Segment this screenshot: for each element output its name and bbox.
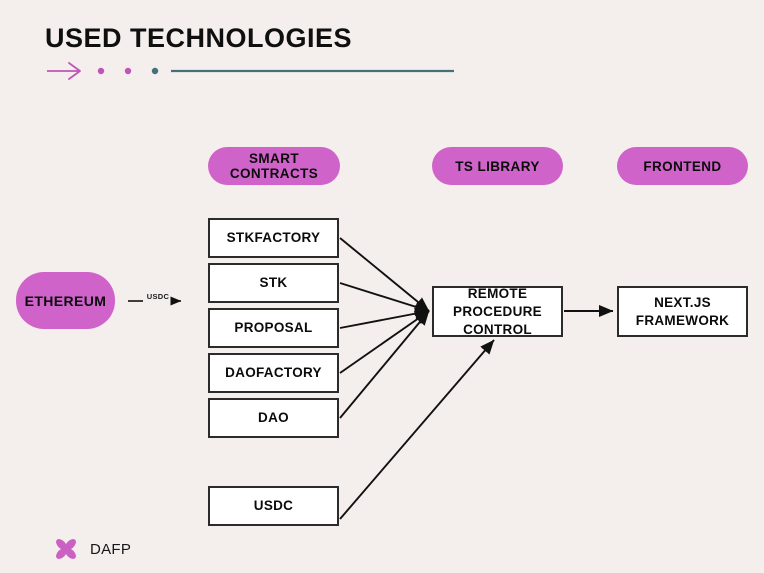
node-stk[interactable]: STK xyxy=(208,263,339,303)
node-daofactory[interactable]: DAOFACTORY xyxy=(208,353,339,393)
title-block: USED TECHNOLOGIES xyxy=(45,22,645,80)
footer-brand-label: DAFP xyxy=(90,540,132,558)
decoration-dot-1 xyxy=(97,67,105,75)
node-nextjs-line-1: NEXT.JS xyxy=(654,294,711,310)
node-nextjs-framework[interactable]: NEXT.JS FRAMEWORK xyxy=(617,286,748,337)
edge-dao-to-rpc xyxy=(339,310,430,419)
edge-proposal-to-rpc xyxy=(339,307,430,329)
decoration-arrow-icon xyxy=(47,62,81,80)
column-header-smart-contracts[interactable]: SMART CONTRACTS xyxy=(208,147,340,185)
edge-stk-to-rpc xyxy=(339,282,430,313)
title-decoration-rule xyxy=(47,62,454,80)
node-usdc[interactable]: USDC xyxy=(208,486,339,526)
decoration-dot-3 xyxy=(151,67,159,75)
edge-label-usdc: USDC xyxy=(146,292,170,301)
decoration-dot-2 xyxy=(124,67,132,75)
node-rpc-line-2: CONTROL xyxy=(463,321,532,337)
node-rpc-line-1: REMOTE PROCEDURE xyxy=(453,285,542,319)
edge-usdc-to-rpc xyxy=(339,339,495,520)
dafp-flower-logo-icon xyxy=(56,539,76,559)
column-header-ts-library[interactable]: TS LIBRARY xyxy=(432,147,563,185)
node-proposal[interactable]: PROPOSAL xyxy=(208,308,339,348)
footer-brand: DAFP xyxy=(52,535,131,563)
node-remote-procedure-control[interactable]: REMOTE PROCEDURE CONTROL xyxy=(432,286,563,337)
node-ethereum[interactable]: ETHEREUM xyxy=(16,272,115,329)
node-stkfactory[interactable]: STKFACTORY xyxy=(208,218,339,258)
edge-daofactory-to-rpc xyxy=(339,310,430,374)
node-dao[interactable]: DAO xyxy=(208,398,339,438)
column-header-frontend[interactable]: FRONTEND xyxy=(617,147,748,185)
page-title: USED TECHNOLOGIES xyxy=(45,23,353,53)
edge-stkfactory-to-rpc xyxy=(339,237,430,312)
node-nextjs-line-2: FRAMEWORK xyxy=(635,312,730,328)
edge-contracts-to-rpc xyxy=(339,237,430,419)
